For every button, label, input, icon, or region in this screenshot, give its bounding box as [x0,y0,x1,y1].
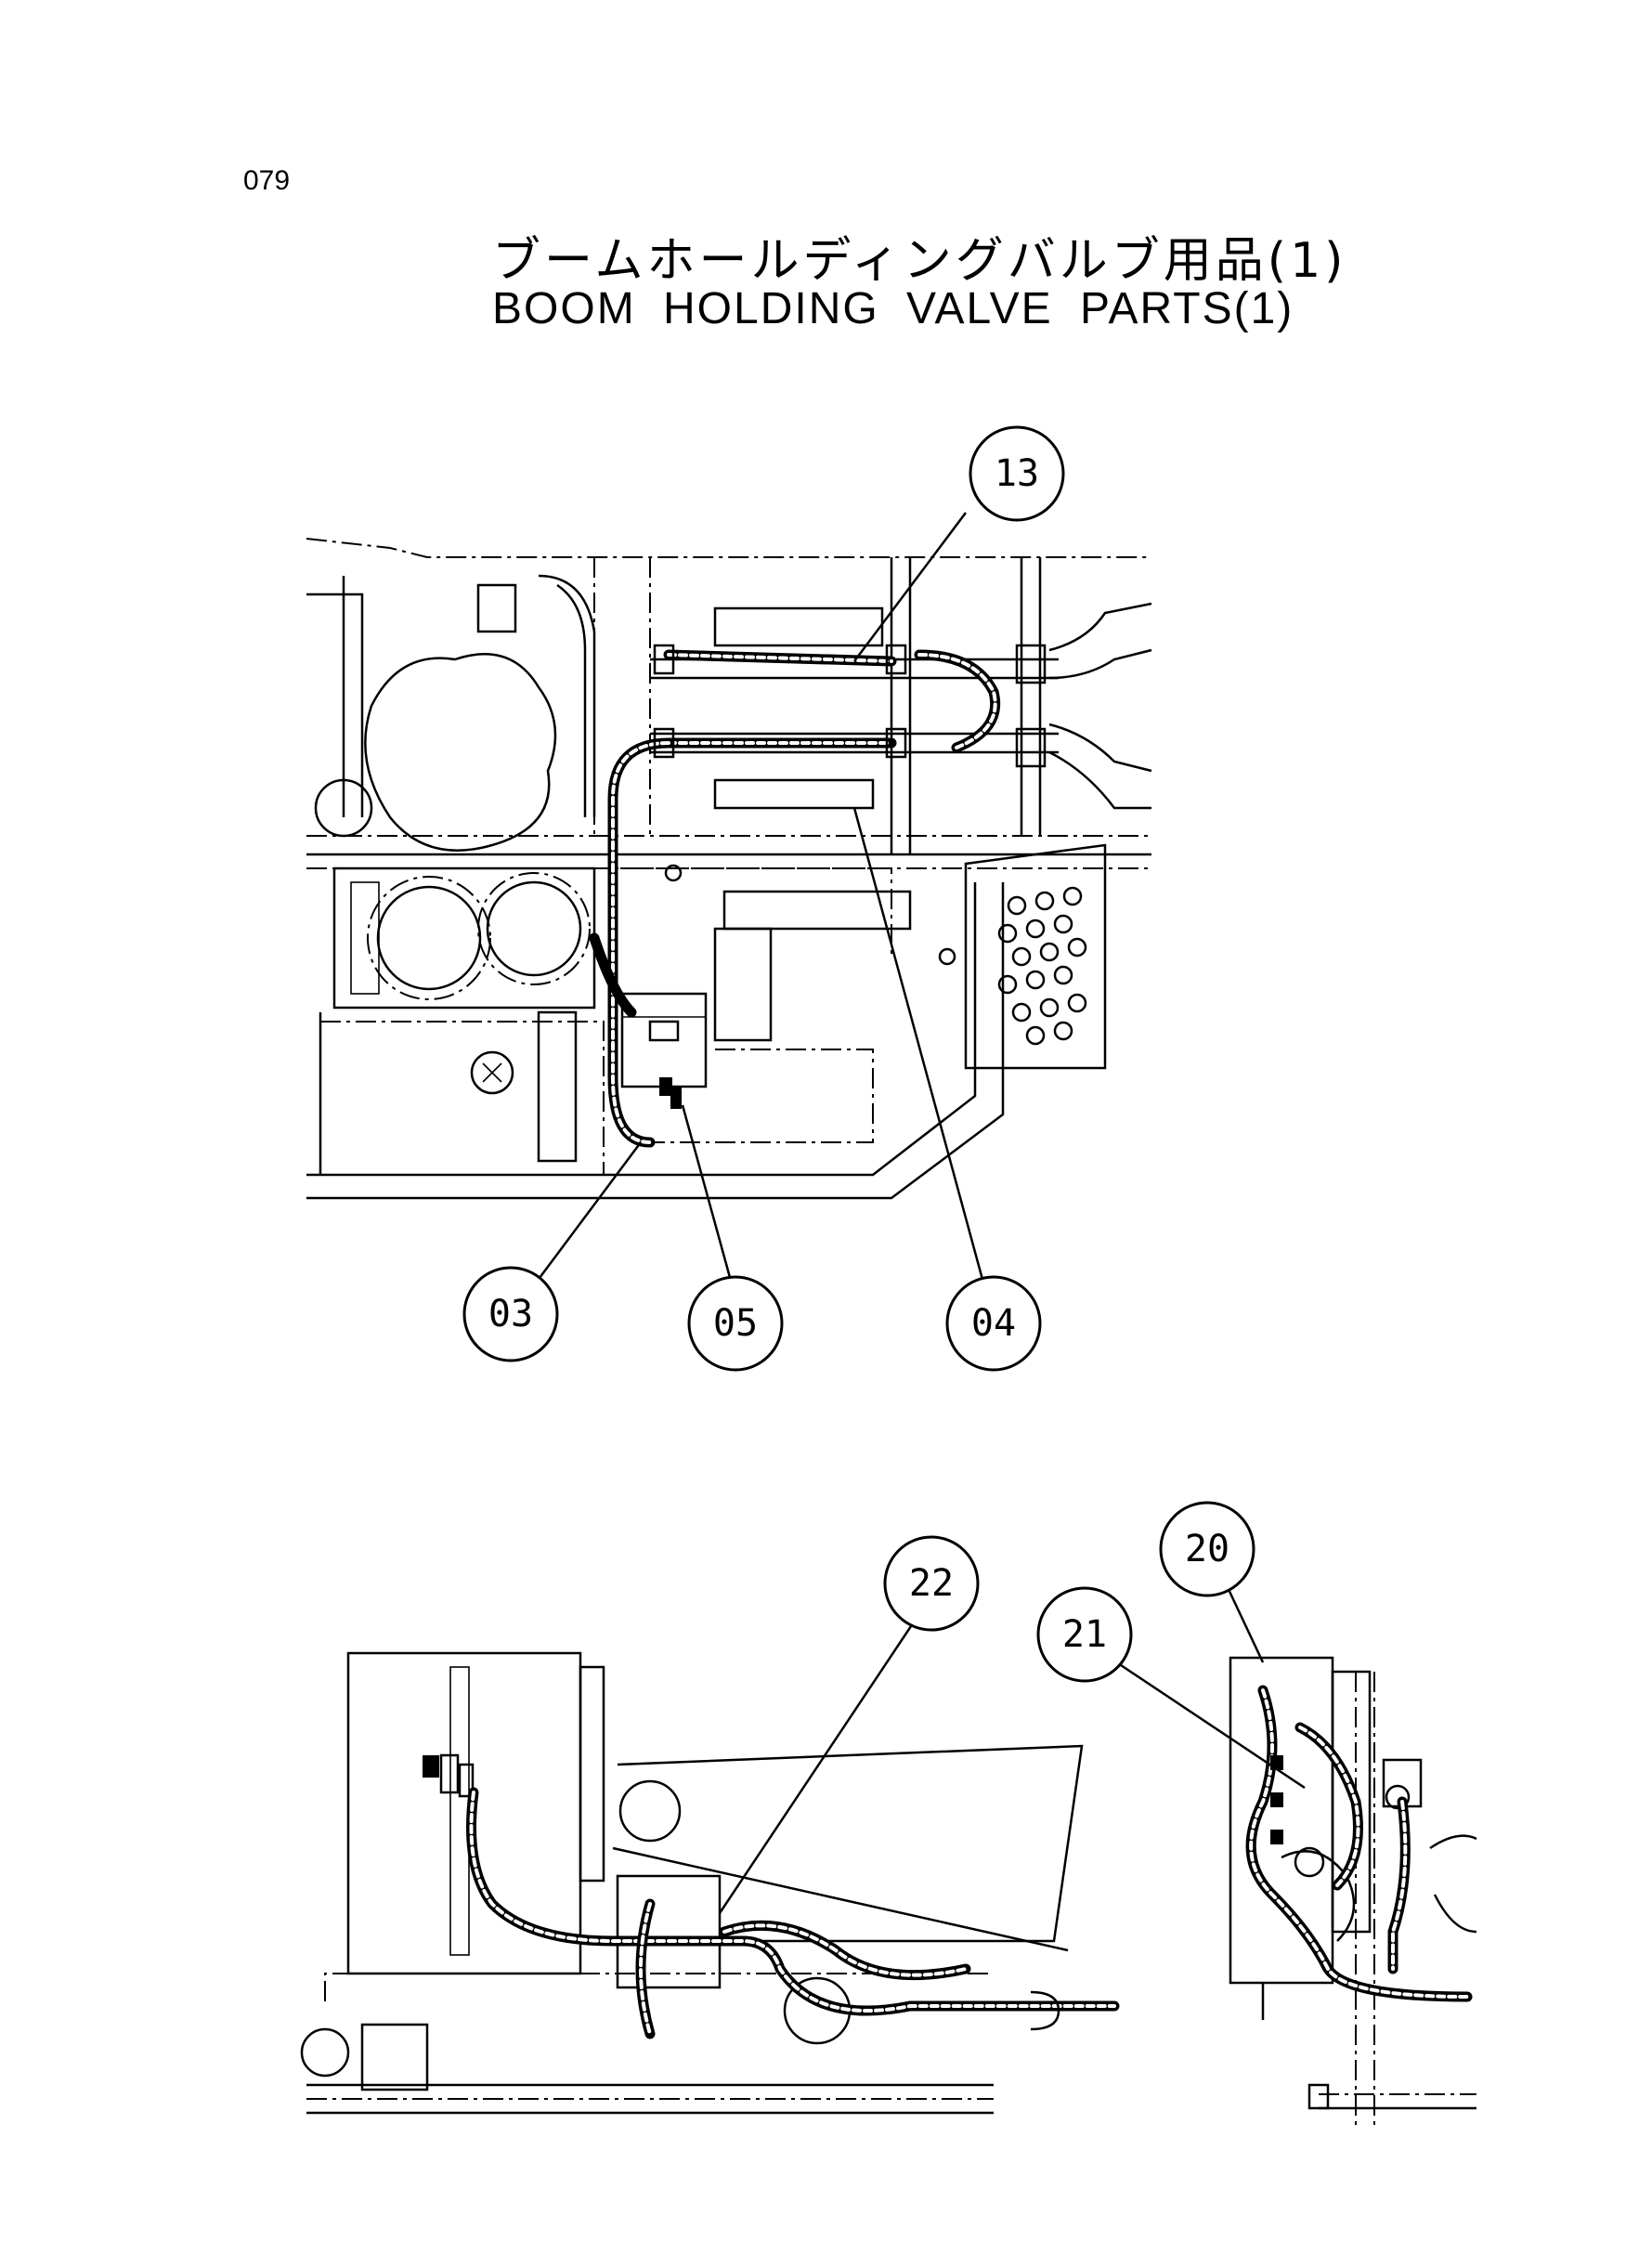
page-title-japanese: ブームホールディングバルブ用品(1) [492,233,1347,289]
callout-13: 13 [969,425,1065,522]
svg-text:04: 04 [971,1302,1016,1345]
svg-text:22: 22 [909,1562,954,1605]
upper-assembly-view: 13 03 05 04 [306,425,1152,1372]
lower-left-assembly-view: 22 [300,1535,1120,2115]
svg-text:20: 20 [1185,1528,1229,1570]
svg-text:21: 21 [1062,1613,1107,1656]
callout-05: 05 [687,1275,784,1372]
callout-21: 21 [1036,1586,1133,1683]
perforated-plate-holes [997,886,1087,1046]
callout-22: 22 [883,1535,980,1632]
svg-text:05: 05 [713,1302,758,1345]
page-number: 079 [243,165,291,196]
page-title-english: BOOM HOLDING VALVE PARTS(1) [492,284,1294,333]
callout-04: 04 [945,1275,1042,1372]
callout-03: 03 [462,1266,559,1362]
callout-20: 20 [1159,1501,1255,1597]
svg-text:03: 03 [488,1293,533,1335]
lower-right-assembly-view: 20 21 [1036,1501,1477,2127]
svg-text:13: 13 [995,452,1039,495]
